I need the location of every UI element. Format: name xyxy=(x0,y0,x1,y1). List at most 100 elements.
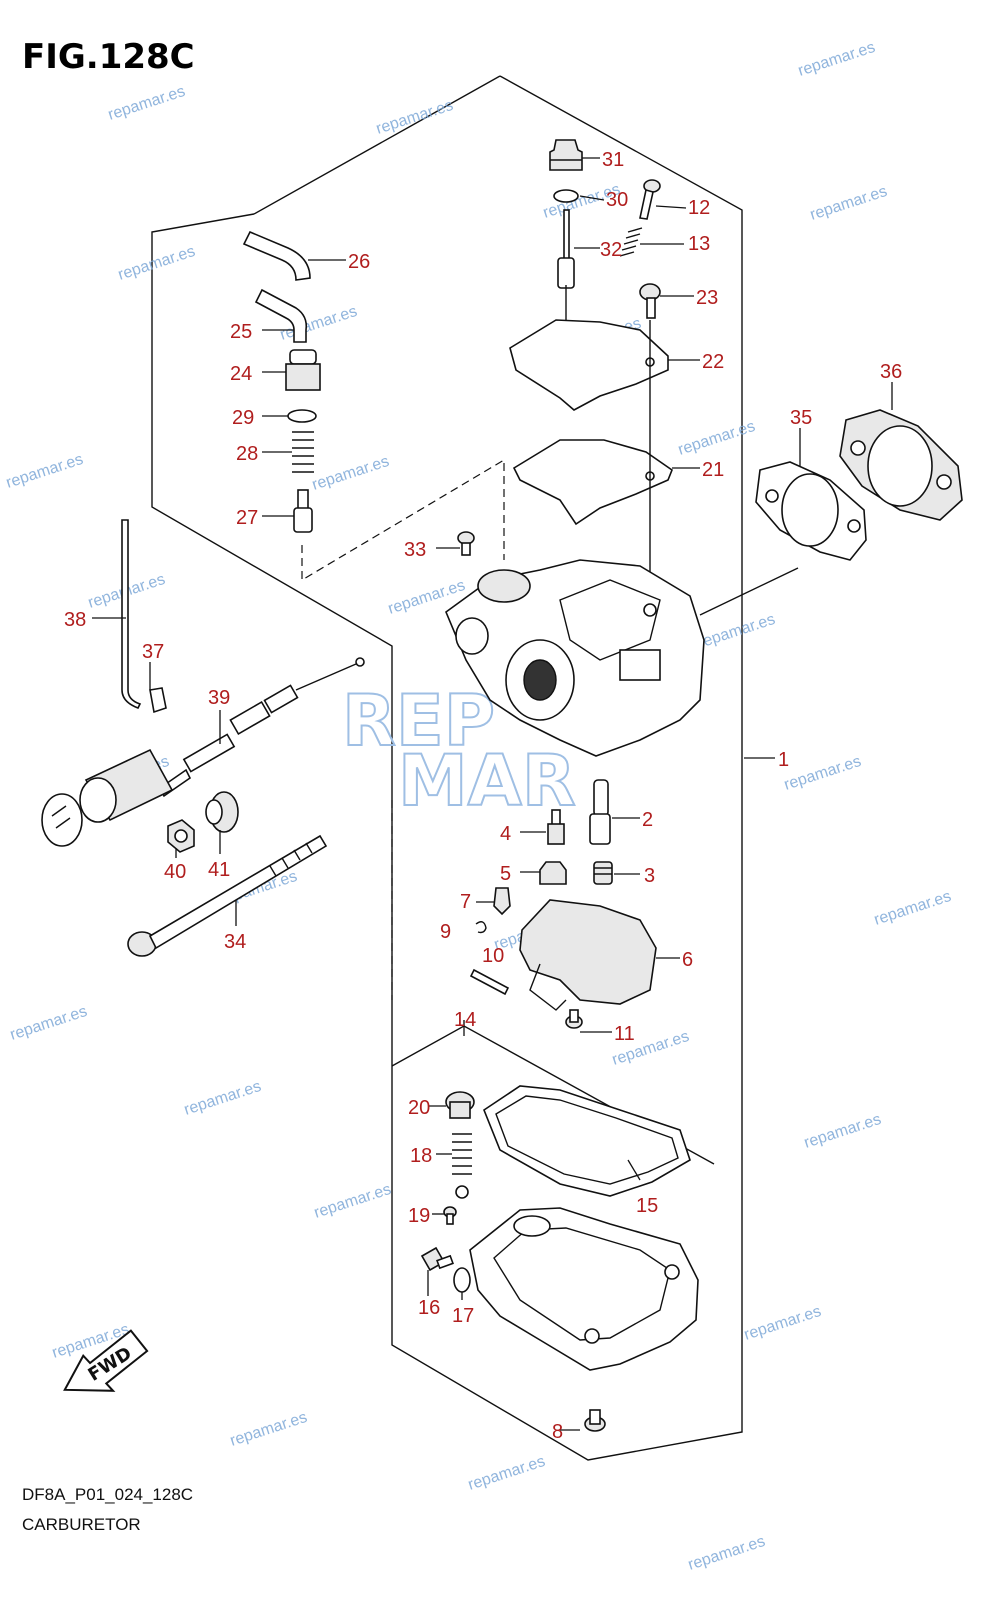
part-16-drain-screw xyxy=(420,1246,454,1272)
callout-20: 20 xyxy=(408,1097,430,1119)
part-12-screw xyxy=(639,179,661,220)
logo-top: REP xyxy=(342,680,495,762)
watermark-text: repamar.es xyxy=(742,1303,823,1344)
part-23-screw xyxy=(639,283,661,319)
part-24-connector xyxy=(285,349,321,391)
callout-6: 6 xyxy=(682,949,693,971)
figure-name: CARBURETOR xyxy=(22,1515,141,1534)
part-20-plug xyxy=(445,1091,475,1119)
callout-21: 21 xyxy=(702,459,724,481)
part-9-clip xyxy=(475,921,487,934)
part-4-jet xyxy=(547,809,565,845)
float-bowl xyxy=(469,1207,699,1371)
figure-title: FIG.128C xyxy=(22,37,195,77)
part-26-elbow-hose xyxy=(242,230,311,281)
part-3-jet xyxy=(593,861,613,885)
callout-34: 34 xyxy=(224,931,246,953)
watermark-text: repamar.es xyxy=(116,243,197,284)
part-10-pin xyxy=(469,968,510,996)
callout-38: 38 xyxy=(64,609,86,631)
part-33-screw xyxy=(457,531,475,556)
part-36-insulator xyxy=(839,409,963,521)
callout-36: 36 xyxy=(880,361,902,383)
leader-lines xyxy=(92,157,893,1431)
callout-28: 28 xyxy=(236,443,258,465)
callout-7: 7 xyxy=(460,891,471,913)
part-6-float xyxy=(519,899,657,1011)
callout-5: 5 xyxy=(500,863,511,885)
part-38-rod xyxy=(121,519,142,710)
watermark-text: repamar.es xyxy=(802,1111,883,1152)
part-11-screw xyxy=(565,1009,583,1029)
part-37-clip xyxy=(149,687,167,714)
watermark-text: repamar.es xyxy=(228,1409,309,1450)
callout-39: 39 xyxy=(208,687,230,709)
figure-code: DF8A_P01_024_128C xyxy=(22,1485,193,1504)
callout-26: 26 xyxy=(348,251,370,273)
callout-22: 22 xyxy=(702,351,724,373)
part-18-ball xyxy=(455,1185,469,1199)
part-27-plunger xyxy=(293,489,313,533)
part-7-needle-valve xyxy=(493,887,511,916)
watermark-text: repamar.es xyxy=(8,1003,89,1044)
watermark-text: repamar.es xyxy=(312,1181,393,1222)
part-35-gasket xyxy=(755,461,867,561)
callout-27: 27 xyxy=(236,507,258,529)
part-30-o-ring xyxy=(553,189,579,203)
watermark-text: repamar.es xyxy=(872,888,953,929)
callout-1: 1 xyxy=(778,749,789,771)
part-15-gasket xyxy=(483,1085,691,1197)
watermark-text: repamar.es xyxy=(696,611,777,652)
watermark-text: repamar.es xyxy=(686,1533,767,1574)
callout-3: 3 xyxy=(644,865,655,887)
part-25-hose xyxy=(254,288,308,343)
part-29-o-ring xyxy=(287,409,317,423)
part-39-cable xyxy=(158,657,365,798)
callout-25: 25 xyxy=(230,321,252,343)
watermark-text: repamar.es xyxy=(466,1453,547,1494)
part-17-washer xyxy=(453,1267,471,1293)
part-13-spring xyxy=(619,227,643,257)
callouts: 1 2 3 4 5 6 7 8 9 10 11 12 13 14 15 16 1… xyxy=(64,149,902,1443)
part-1-carburetor-body xyxy=(445,559,705,757)
callout-11: 11 xyxy=(614,1023,635,1045)
watermark-text: repamar.es xyxy=(182,1078,263,1119)
watermark-text: repamar.es xyxy=(796,39,877,80)
callout-13: 13 xyxy=(688,233,710,255)
callout-18: 18 xyxy=(410,1145,432,1167)
watermark-text: repamar.es xyxy=(808,183,889,224)
part-40-nut xyxy=(167,819,195,853)
part-22-cover xyxy=(509,319,669,411)
part-28-spring xyxy=(292,431,314,473)
callout-19: 19 xyxy=(408,1205,430,1227)
callout-40: 40 xyxy=(164,861,186,883)
callout-16: 16 xyxy=(418,1297,440,1319)
callout-35: 35 xyxy=(790,407,812,429)
callout-37: 37 xyxy=(142,641,164,663)
part-15-gasket-inner xyxy=(495,1095,679,1185)
callout-23: 23 xyxy=(696,287,718,309)
callout-32: 32 xyxy=(600,239,622,261)
callout-29: 29 xyxy=(232,407,254,429)
watermark-text: repamar.es xyxy=(782,753,863,794)
part-31-cap xyxy=(549,139,583,171)
part-5-cap xyxy=(539,861,567,885)
callout-9: 9 xyxy=(440,921,451,943)
watermark-text: repamar.es xyxy=(676,418,757,459)
watermark-text: repamar.es xyxy=(310,453,391,494)
callout-8: 8 xyxy=(552,1421,563,1443)
logo-bottom: MAR xyxy=(398,740,576,822)
assembly-outline xyxy=(151,75,799,1461)
callout-31: 31 xyxy=(602,149,624,171)
part-32-needle xyxy=(557,209,575,289)
part-8-screw xyxy=(584,1409,606,1432)
callout-30: 30 xyxy=(606,189,628,211)
choke-knob xyxy=(41,748,174,847)
callout-24: 24 xyxy=(230,363,252,385)
callout-33: 33 xyxy=(404,539,426,561)
part-41-grommet xyxy=(205,791,239,833)
watermark-text: repamar.es xyxy=(106,83,187,124)
callout-14: 14 xyxy=(454,1009,476,1031)
part-19-screw xyxy=(443,1206,457,1225)
